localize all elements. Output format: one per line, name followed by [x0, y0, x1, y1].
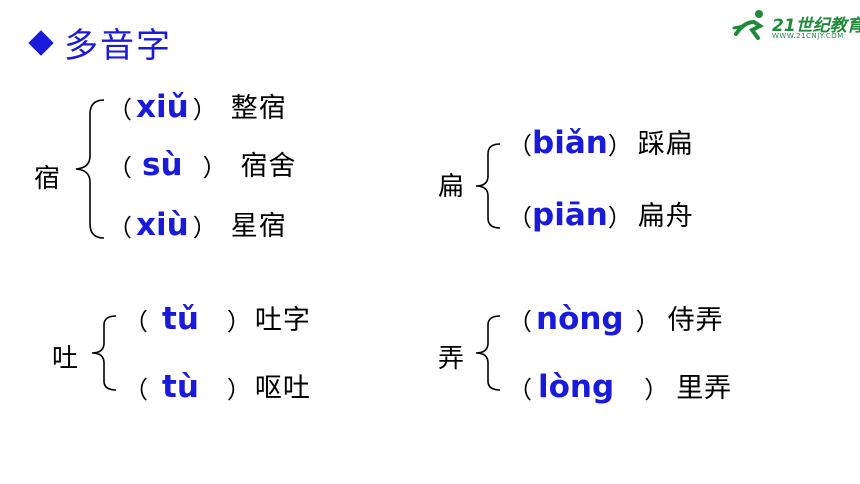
paren-open: （ [508, 204, 532, 232]
logo-text: 21世纪教育 [772, 16, 860, 36]
entry-row: （ tǔ ） 吐字 [124, 298, 311, 337]
group-char-nong: 弄 [438, 344, 465, 374]
paren-open: （ [508, 308, 532, 336]
group-char-bian: 扁 [438, 172, 465, 202]
logo-url: WWW.21CNJY.COM [772, 32, 844, 40]
pinyin: piān [532, 197, 608, 233]
pinyin: xiǔ [136, 89, 189, 125]
runner-logo-icon [732, 10, 764, 40]
entry-row: （ sù ） 宿舍 [108, 144, 297, 183]
entry-row: （ xiǔ ） 整宿 [108, 86, 287, 125]
paren-open: （ [124, 376, 148, 404]
pinyin: tù [162, 369, 199, 405]
word: 扁舟 [637, 201, 694, 232]
word: 宿舍 [240, 151, 297, 182]
brace-icon [475, 315, 501, 391]
word: 侍弄 [667, 305, 724, 336]
pinyin: tǔ [162, 301, 199, 337]
word: 吐字 [254, 305, 311, 336]
pinyin: nòng [536, 301, 624, 337]
paren-open: （ [508, 376, 532, 404]
paren-close: ） [635, 308, 660, 336]
entry-row: （ piān ） 扁舟 [508, 194, 694, 233]
word: 踩扁 [637, 129, 694, 160]
pinyin: sù [142, 147, 183, 183]
brace-icon [475, 143, 501, 229]
paren-open: （ [108, 96, 132, 124]
pinyin: xiù [136, 207, 189, 243]
brace-icon [75, 99, 105, 239]
word: 整宿 [230, 93, 287, 124]
paren-open: （ [124, 308, 148, 336]
word: 呕吐 [254, 373, 311, 404]
group-char-su: 宿 [34, 164, 61, 194]
slide-title: 多音字 [28, 18, 172, 67]
entry-row: （ tù ） 呕吐 [124, 366, 311, 405]
entry-row: （ lòng ） 里弄 [508, 366, 732, 405]
brand-logo: 21世纪教育 WWW.21CNJY.COM [730, 6, 860, 46]
paren-close: ） [226, 308, 251, 336]
paren-close: ） [607, 204, 632, 232]
pinyin: biǎn [532, 125, 608, 161]
paren-open: （ [508, 132, 532, 160]
paren-close: ） [202, 154, 227, 182]
word: 星宿 [230, 211, 287, 242]
paren-open: （ [108, 154, 132, 182]
entry-row: （ nòng ） 侍弄 [508, 298, 724, 337]
paren-close: ） [644, 376, 669, 404]
entry-row: （ xiù ） 星宿 [108, 204, 287, 243]
paren-close: ） [192, 96, 217, 124]
group-char-tu: 吐 [52, 344, 79, 374]
paren-close: ） [192, 214, 217, 242]
word: 里弄 [676, 373, 733, 404]
brace-icon [91, 315, 117, 391]
paren-close: ） [226, 376, 251, 404]
paren-close: ） [607, 132, 632, 160]
diamond-bullet-icon [28, 30, 54, 56]
title-text: 多音字 [64, 26, 172, 66]
pinyin: lòng [538, 369, 615, 405]
paren-open: （ [108, 214, 132, 242]
entry-row: （ biǎn ） 踩扁 [508, 122, 694, 161]
